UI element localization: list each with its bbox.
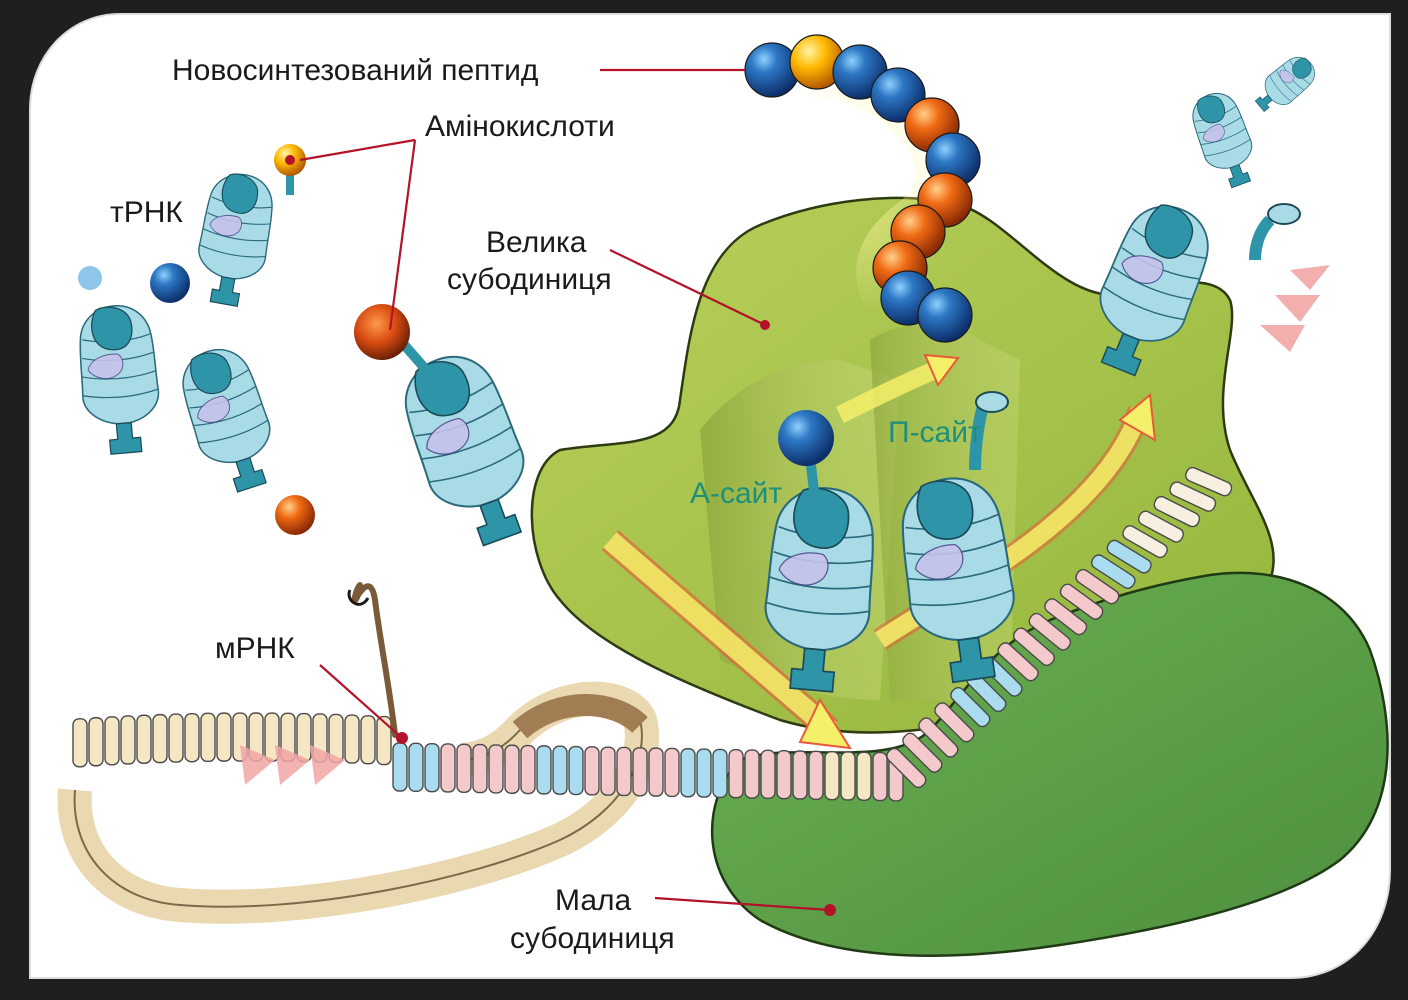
mrna-codon [521, 746, 535, 794]
mrna-codon [649, 748, 663, 796]
amino-acid-blue-icon [150, 263, 190, 303]
mrna-codon [409, 743, 423, 791]
mrna-codon [425, 744, 439, 792]
amino-acid-a-site-icon [778, 410, 834, 466]
mrna-codon [377, 717, 391, 765]
mrna-codon [297, 714, 311, 762]
mrna-codon [665, 748, 679, 796]
mrna-codon [617, 747, 631, 795]
mrna-codon [585, 747, 599, 795]
label-a-site: А-сайт [690, 477, 782, 510]
mrna-codon [809, 751, 823, 799]
peptide-bead-icon [918, 288, 972, 342]
mrna-codon [745, 750, 759, 798]
mrna-codon [89, 718, 103, 766]
mrna-codon [841, 752, 855, 800]
mrna-codon [73, 719, 87, 767]
amino-acid-faded-icon [78, 266, 102, 290]
mrna-codon [825, 752, 839, 800]
mrna-codon [137, 715, 151, 763]
mrna-codon [777, 751, 791, 799]
mrna-codon [793, 751, 807, 799]
mrna-codon [457, 744, 471, 792]
mrna-codon [489, 745, 503, 793]
label-amino-acids: Амінокислоти [425, 110, 615, 143]
label-p-site: П-сайт [888, 416, 982, 449]
mrna-codon [105, 717, 119, 765]
mrna-codon [345, 715, 359, 763]
amino-acid-incoming-icon [354, 304, 410, 360]
mrna-codon [713, 749, 727, 797]
mrna-codon [873, 753, 887, 801]
mrna-codon [537, 746, 551, 794]
mrna-codon [185, 714, 199, 762]
mrna-codon [441, 744, 455, 792]
label-trna: тРНК [110, 196, 183, 229]
mrna-codon [697, 749, 711, 797]
mrna-codon [505, 745, 519, 793]
mrna-codon [857, 752, 871, 800]
amino-acid-orange-icon [275, 495, 315, 535]
mrna-codon [153, 715, 167, 763]
mrna-codon [217, 713, 231, 761]
mrna-codon [169, 714, 183, 762]
label-small-subunit-line1: Мала [555, 884, 632, 917]
mrna-codon [393, 743, 407, 791]
mrna-codon [729, 750, 743, 798]
mrna-codon [473, 745, 487, 793]
mrna-codon [761, 750, 775, 798]
mrna-codon [361, 716, 375, 764]
label-large-subunit-line1: Велика [486, 226, 587, 259]
mrna-codon [569, 747, 583, 795]
label-peptide: Новосинтезований пептид [172, 54, 538, 87]
label-small-subunit-line2: субодиниця [510, 922, 675, 955]
mrna-codon [201, 713, 215, 761]
mrna-codon [601, 747, 615, 795]
label-mrna: мРНК [215, 632, 295, 665]
mrna-codon [121, 716, 135, 764]
label-large-subunit-line2: субодиниця [447, 263, 612, 296]
mrna-codon [553, 746, 567, 794]
mrna-codon [633, 748, 647, 796]
mrna-codon [681, 749, 695, 797]
